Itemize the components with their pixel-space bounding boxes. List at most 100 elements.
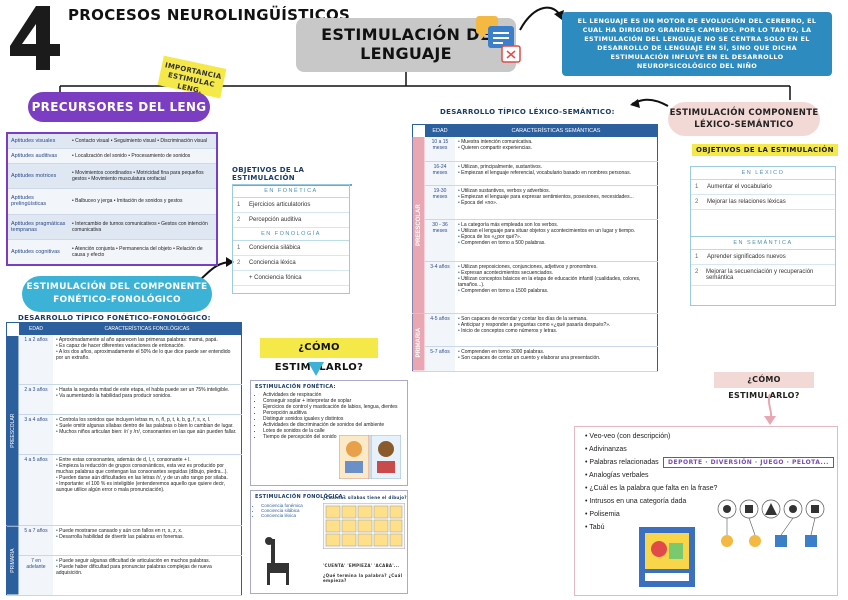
characteristic-item: Desarrolla habilidad de divertir las pal… [56, 534, 238, 540]
development-age: 16-24 meses [425, 161, 455, 187]
development-characteristics: Entre estas consonantes, además de d, l,… [53, 454, 242, 527]
characteristic-item: Aproximadamente al año aparecen las prim… [56, 337, 238, 343]
development-age: 7 en adelante [19, 555, 53, 597]
development-row: 19-30 mesesUtilizan sustantivos, verbos … [413, 185, 658, 221]
development-characteristics: Puede seguir algunas dificultad de artic… [53, 555, 242, 597]
activity-cards-image [339, 435, 401, 479]
characteristic-item: Puede mostrarse cansado y aún con fallos… [56, 528, 238, 534]
precursor-label: Aptitudes prelingüísticas [7, 188, 69, 215]
development-age: 1 a 2 años [19, 335, 53, 386]
characteristic-item: Suele omitir algunas sílabas dentro de l… [56, 423, 238, 429]
precursores-title: PRECURSORES DEL LENG [28, 92, 210, 122]
characteristic-item: Utilizan conceptos básicos en la etapa d… [458, 276, 654, 288]
development-characteristics: Utilizan, principalmente, sustantivos.Em… [455, 161, 658, 187]
objective-number: 1 [695, 184, 699, 190]
characteristics-list: La categoría más empleada son los verbos… [458, 222, 654, 246]
phonological-stimulation-list: Conciencia fonémicaConciencia silábicaCo… [261, 503, 303, 518]
objective-number: 2 [237, 217, 241, 223]
development-row: 3 a 4 añosControla los sonidos que inclu… [7, 414, 242, 455]
precursor-label: Aptitudes visuales [7, 133, 69, 150]
phonetic-activity-item: Conseguir soplar + interpretar de soplar [263, 398, 403, 404]
caption-count: 'CUENTA' 'EMPIEZA' 'ACABA'... [323, 563, 400, 568]
phonetic-activity-item: Actividades de discriminación de sonidos… [263, 422, 403, 428]
phonological-stimulation-title: ESTIMULACIÓN FONOLÓGICA: [255, 494, 346, 500]
objective-text: Percepción auditiva [249, 217, 302, 223]
side-label-primary: PRIMARIA [6, 525, 19, 596]
page-title: PROCESOS NEUROLINGÜÍSTICOS [68, 6, 351, 24]
development-row: 16-24 mesesUtilizan, principalmente, sus… [413, 161, 658, 187]
phonetic-stimulation-list: Actividades de respiraciónConseguir sopl… [255, 392, 403, 440]
objective-text: Mejorar las relaciones léxicas [707, 199, 786, 205]
development-age: 4 a 5 años [19, 454, 53, 527]
related-words-example: DEPORTE · DIVERSIÓN · JUEGO · PELOTA... [663, 457, 834, 468]
precursor-row: Aptitudes motrices• Movimientos coordina… [7, 163, 217, 190]
dls-head-char: CARACTERÍSTICAS SEMÁNTICAS [455, 124, 658, 137]
characteristic-item: Época de los «¿por qué?». [458, 234, 654, 240]
characteristics-list: Son capaces de recordar y contar los día… [458, 316, 654, 334]
objective-text: Aprender significados nuevos [707, 254, 786, 260]
development-characteristics: La categoría más empleada son los verbos… [455, 219, 658, 263]
center-title-line1: ESTIMULACIÓN DE [321, 25, 491, 44]
phonetic-development-table: EDAD CARACTERÍSTICAS FONOLÓGICAS PREESCO… [6, 322, 242, 597]
phonological-activity-item: Conciencia léxica [261, 513, 303, 518]
lexical-activity-item: Tabú [585, 524, 827, 531]
characteristics-list: Comprenden en torno 3000 palabras.Son ca… [458, 349, 654, 361]
phonetic-activity-item: Actividades de respiración [263, 392, 403, 398]
game-box-image [639, 527, 695, 587]
objectives-title-phonetic: OBJETIVOS DE LA ESTIMULACIÓN [232, 166, 352, 186]
development-age: 10 a 15 meses [425, 137, 455, 162]
characteristic-item: Son capaces de contar un cuento y elabor… [458, 355, 654, 361]
lexical-activity-item: Palabras relacionadas [585, 459, 827, 466]
precursor-text: • Intercambio de turnos comunicativos • … [69, 214, 217, 240]
development-characteristics: Muestra intención comunicativa.Quieren c… [455, 137, 658, 162]
center-title-line2: LENGUAJE [360, 44, 452, 63]
development-characteristics: Controla los sonidos que incluyen letras… [53, 414, 242, 455]
phonetic-stimulation-box: ESTIMULACIÓN FONÉTICA: Actividades de re… [250, 380, 408, 486]
characteristics-list: Utilizan sustantivos, verbos y adverbios… [458, 188, 654, 206]
side-label-preschool: PREESCOLAR [412, 137, 425, 313]
down-arrow-icon [308, 362, 324, 376]
precursor-text: • Atención conjunta • Permanencia del ob… [69, 239, 217, 266]
how-to-stimulate-left: ¿CÓMO ESTIMULARLO? [260, 338, 378, 373]
precursor-row: Aptitudes pragmáticas tempranas• Interca… [7, 214, 217, 240]
characteristic-item: Expresan acontecimientos secuenciados. [458, 270, 654, 276]
phonetic-activity-item: Distinguir sonidos iguales y distintos [263, 416, 403, 422]
phonetic-stimulation-title: ESTIMULACIÓN FONÉTICA: [255, 384, 336, 390]
development-age: 2 a 3 años [19, 384, 53, 415]
characteristic-item: Puede haber dificultad para pronunciar p… [56, 564, 238, 576]
side-label-primary: PRIMARIA [412, 313, 425, 372]
dtf-head-age: EDAD [19, 322, 53, 335]
precursor-label: Aptitudes motrices [7, 163, 69, 190]
precursor-label: Aptitudes pragmáticas tempranas [7, 214, 69, 240]
characteristics-list: Muestra intención comunicativa.Quieren c… [458, 139, 654, 151]
category-intruder-image [717, 499, 825, 547]
precursor-text: • Balbuceo y jerga • Imitación de sonido… [69, 188, 217, 215]
objective-row: + Conciencia fónica [233, 271, 349, 286]
development-characteristics: Puede mostrarse cansado y aún con fallos… [53, 525, 242, 556]
characteristic-item: Hasta la segunda mitad de este etapa, el… [56, 387, 238, 393]
lexical-activity-item: Adivinanzas [585, 446, 827, 453]
fonologia-heading: EN FONOLOGÍA [233, 228, 349, 241]
development-characteristics: Aproximadamente al año aparecen las prim… [53, 335, 242, 386]
phonological-stimulation-box: ESTIMULACIÓN FONOLÓGICA: Conciencia foné… [250, 490, 408, 594]
objectives-title-lexical: OBJETIVOS DE LA ESTIMULACIÓN [692, 144, 838, 156]
objective-number: 1 [237, 245, 241, 251]
characteristic-item: Utilizan sustantivos, verbos y adverbios… [458, 188, 654, 194]
precursor-label: Aptitudes auditivas [7, 148, 69, 165]
semantic-development-table: EDAD CARACTERÍSTICAS SEMÁNTICAS PREESCOL… [412, 124, 658, 372]
characteristic-item: Es capaz de hacer diferentes variaciones… [56, 343, 238, 349]
characteristics-list: Aproximadamente al año aparecen las prim… [56, 337, 238, 361]
lexical-activities-box: Veo-veo (con descripción)AdivinanzasPala… [574, 426, 838, 596]
characteristic-item: Pueden darse aún dificultades en las let… [56, 475, 238, 481]
big-number-four [10, 6, 60, 70]
characteristic-item: La categoría más empleada son los verbos… [458, 222, 654, 228]
characteristic-item: Utilizan, principalmente, sustantivos. [458, 164, 654, 170]
phonological-activity-item: Conciencia fonémica [261, 503, 303, 508]
